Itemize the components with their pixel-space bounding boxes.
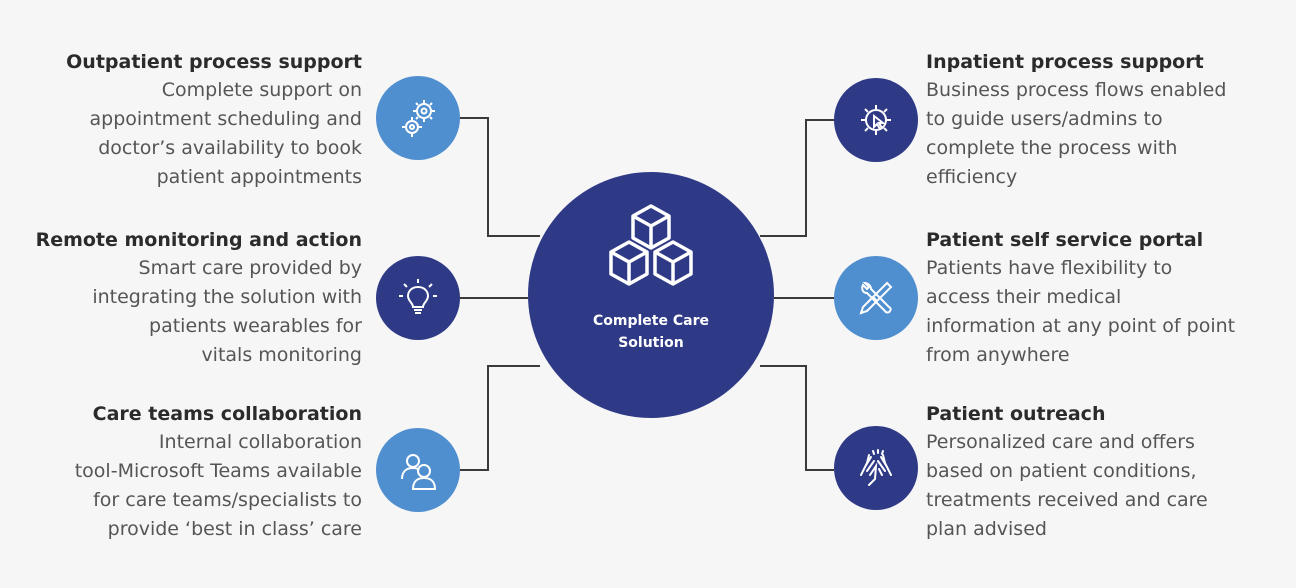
inpatient-title: Inpatient process support — [926, 51, 1204, 73]
description-line: tool-Microsoft Teams available — [74, 460, 362, 482]
self-service-node — [834, 256, 918, 340]
remote-monitoring-node — [376, 256, 460, 340]
description-line: provide ‘best in class’ care — [107, 518, 362, 540]
center-label-line1: Complete Care — [593, 313, 709, 329]
inpatient-description: Business process flows enabled to guide … — [926, 76, 1296, 192]
lightbulb-icon — [399, 279, 437, 314]
connector-right-bottom — [760, 365, 834, 471]
description-line: information at any point of point — [926, 315, 1236, 337]
outreach-node — [834, 426, 918, 510]
description-line: integrating the solution with — [92, 286, 362, 308]
description-line: doctor’s availability to book — [98, 137, 362, 159]
outpatient-block: Outpatient process support Complete supp… — [12, 48, 362, 192]
description-line: Internal collaboration — [158, 431, 362, 453]
center-hub-label: Complete Care Solution — [593, 310, 709, 354]
connector-left-top — [460, 117, 540, 237]
description-line: Patients have flexibility to — [926, 257, 1173, 279]
connector-left-bottom — [460, 365, 540, 471]
outpatient-title: Outpatient process support — [66, 51, 362, 73]
gear-cursor-icon — [861, 105, 891, 135]
description-line: to guide users/admins to — [926, 108, 1163, 130]
description-line: efficiency — [926, 166, 1018, 188]
cubes-icon — [609, 204, 693, 286]
description-line: Complete support on — [161, 79, 362, 101]
self-service-title: Patient self service portal — [926, 229, 1204, 251]
description-line: Personalized care and offers — [926, 431, 1195, 453]
outreach-title: Patient outreach — [926, 403, 1106, 425]
remote-monitoring-block: Remote monitoring and action Smart care … — [12, 226, 362, 370]
care-teams-title: Care teams collaboration — [92, 403, 362, 425]
description-line: treatments received and care — [926, 489, 1208, 511]
care-teams-description: Internal collaboration tool-Microsoft Te… — [12, 428, 362, 544]
remote-monitoring-title: Remote monitoring and action — [35, 229, 362, 251]
description-line: from anywhere — [926, 344, 1070, 366]
description-line: Business process flows enabled — [926, 79, 1227, 101]
description-line: access their medical — [926, 286, 1122, 308]
description-line: Smart care provided by — [138, 257, 362, 279]
outpatient-node — [376, 76, 460, 160]
outreach-block: Patient outreach Personalized care and o… — [926, 400, 1296, 544]
outpatient-description: Complete support on appointment scheduli… — [12, 76, 362, 192]
description-line: vitals monitoring — [201, 344, 362, 366]
care-teams-node — [376, 428, 460, 512]
inpatient-node — [834, 78, 918, 162]
connector-right-top — [760, 119, 834, 237]
gears-icon — [402, 100, 435, 137]
description-line: plan advised — [926, 518, 1047, 540]
hands-icon — [860, 449, 892, 486]
description-line: complete the process with — [926, 137, 1178, 159]
remote-monitoring-description: Smart care provided by integrating the s… — [12, 254, 362, 370]
description-line: appointment scheduling and — [89, 108, 362, 130]
description-line: based on patient conditions, — [926, 460, 1197, 482]
self-service-block: Patient self service portal Patients hav… — [926, 226, 1296, 370]
inpatient-block: Inpatient process support Business proce… — [926, 48, 1296, 192]
people-icon — [401, 454, 437, 490]
center-hub: Complete Care Solution — [528, 172, 774, 418]
self-service-description: Patients have flexibility to access thei… — [926, 254, 1296, 370]
center-label-line2: Solution — [618, 335, 684, 351]
outreach-description: Personalized care and offers based on pa… — [926, 428, 1296, 544]
description-line: for care teams/specialists to — [93, 489, 362, 511]
care-teams-block: Care teams collaboration Internal collab… — [12, 400, 362, 544]
tools-icon — [859, 281, 893, 315]
description-line: patients wearables for — [149, 315, 362, 337]
description-line: patient appointments — [156, 166, 362, 188]
